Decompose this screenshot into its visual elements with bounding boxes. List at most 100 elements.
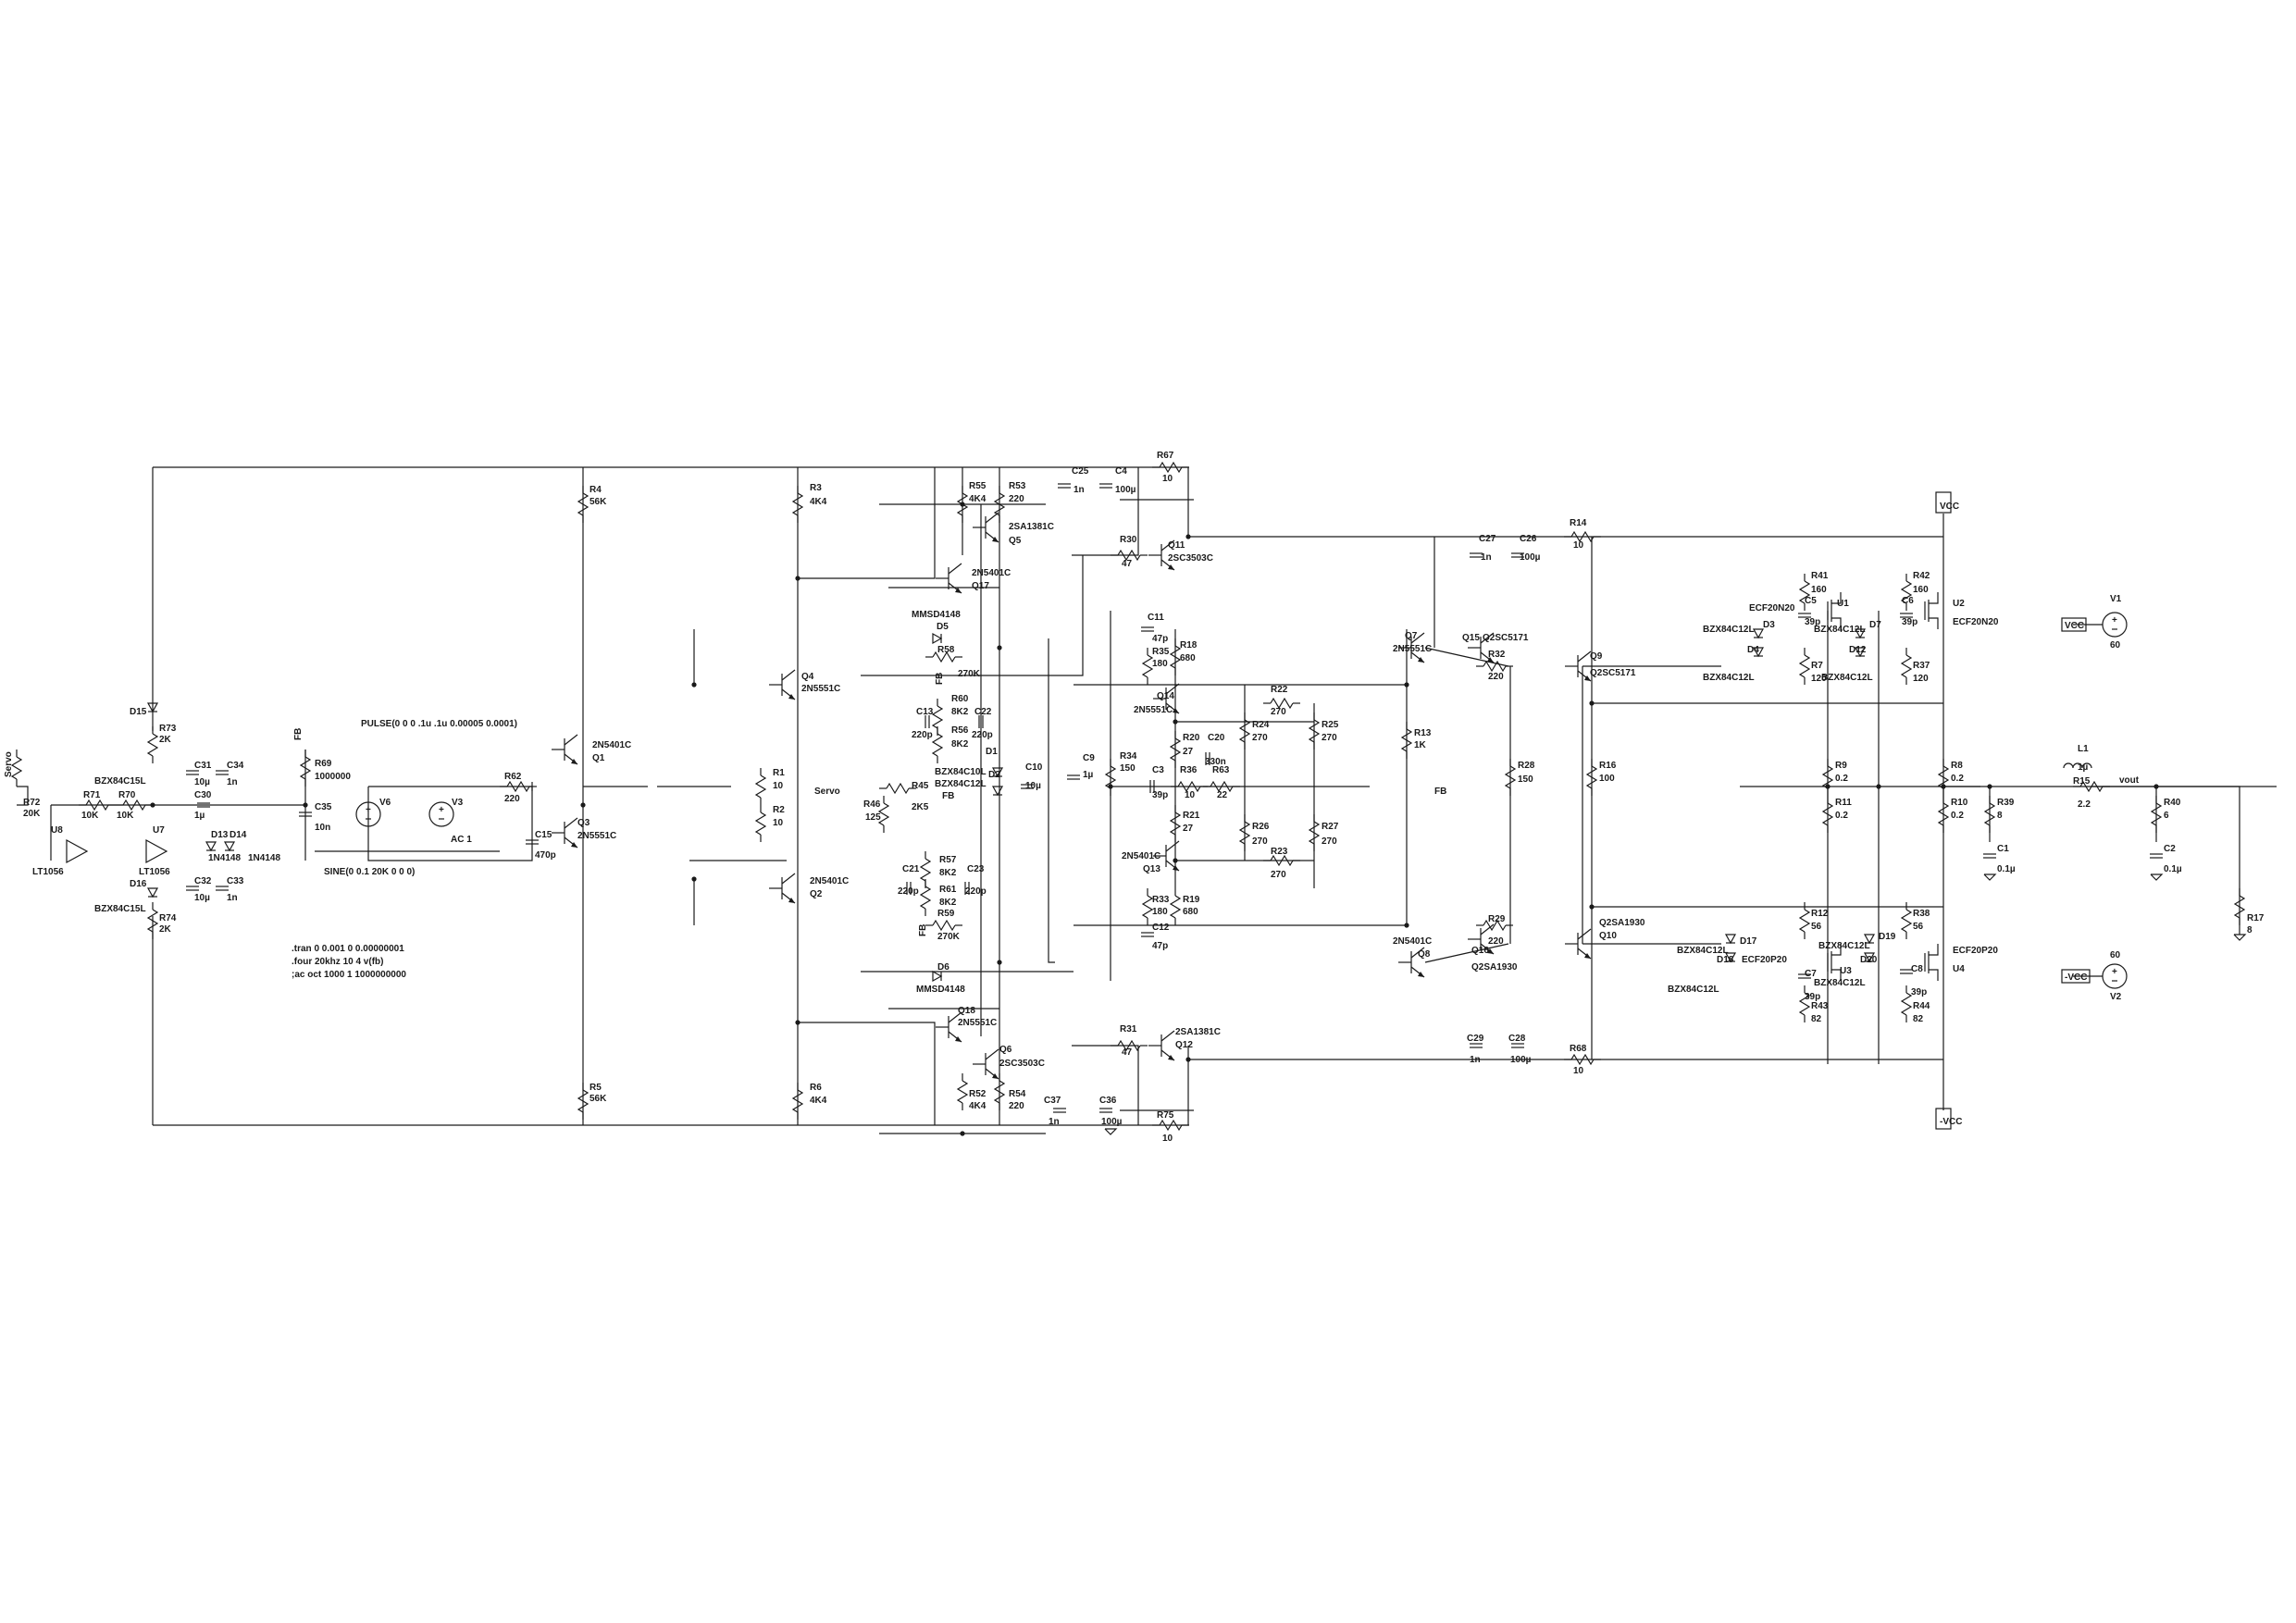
label-r38: R38 bbox=[1913, 909, 1930, 919]
label-d14: D14 bbox=[230, 830, 247, 840]
r39-resistor bbox=[1983, 802, 1996, 826]
d4-zener bbox=[1752, 647, 1765, 658]
r70-resistor bbox=[122, 799, 146, 812]
v1-vcc-flag bbox=[2061, 617, 2087, 632]
label-c23: C23 bbox=[967, 864, 985, 874]
label-c29: C29 bbox=[1467, 1034, 1484, 1044]
label-r1: R1 bbox=[773, 768, 785, 778]
label-u1-part: ECF20N20 bbox=[1749, 603, 1795, 613]
label-r69-val: 1000000 bbox=[315, 772, 351, 782]
label-r41: R41 bbox=[1811, 571, 1829, 581]
label-r4: R4 bbox=[590, 485, 602, 495]
label-c3: C3 bbox=[1152, 765, 1164, 775]
label-d17-part: BZX84C12L bbox=[1677, 946, 1729, 956]
r71-resistor bbox=[85, 799, 109, 812]
label-d6: D6 bbox=[937, 962, 949, 973]
label-pulse: PULSE(0 0 0 .1u .1u 0.00005 0.0001) bbox=[361, 719, 517, 729]
label-u4: U4 bbox=[1953, 964, 1965, 974]
label-r45: R45 bbox=[912, 781, 929, 791]
d5-diode bbox=[932, 632, 943, 645]
r16-resistor bbox=[1585, 765, 1598, 789]
label-c11-val: 47p bbox=[1152, 634, 1168, 644]
label-c28-val: 100µ bbox=[1510, 1055, 1532, 1065]
label-r20: R20 bbox=[1183, 733, 1200, 743]
d15-zener bbox=[146, 702, 159, 713]
label-fb2: FB bbox=[942, 791, 954, 801]
label-r52: R52 bbox=[969, 1089, 987, 1099]
label-c36: C36 bbox=[1099, 1096, 1117, 1106]
label-r42-val: 160 bbox=[1913, 585, 1929, 595]
label-r30: R30 bbox=[1120, 535, 1137, 545]
label-r29: R29 bbox=[1488, 914, 1506, 924]
label-q16: Q16 bbox=[1471, 946, 1489, 956]
label-l1: L1 bbox=[2078, 744, 2089, 754]
label-c30: C30 bbox=[194, 790, 212, 800]
label-q4: Q4 bbox=[801, 672, 814, 682]
label-r10-val: 0.2 bbox=[1951, 811, 1964, 821]
label-d7-part: BZX84C12L bbox=[1814, 625, 1866, 635]
label-r72-val: 20K bbox=[23, 809, 41, 819]
label-c34-val: 1n bbox=[227, 777, 238, 787]
label-d3: D3 bbox=[1763, 620, 1775, 630]
label-q5: Q5 bbox=[1009, 536, 1022, 546]
r55-resistor bbox=[956, 492, 969, 516]
label-r19: R19 bbox=[1183, 895, 1200, 905]
r26-resistor bbox=[1238, 821, 1251, 845]
label-c2-val: 0.1µ bbox=[2164, 864, 2182, 874]
label-r43: R43 bbox=[1811, 1001, 1829, 1011]
label-r69: R69 bbox=[315, 759, 332, 769]
r10-resistor bbox=[1937, 802, 1950, 826]
label-d2-part: BZX84C12L bbox=[935, 779, 987, 789]
label-r44-val: 82 bbox=[1913, 1014, 1924, 1024]
label-c35: C35 bbox=[315, 802, 332, 812]
label-r17: R17 bbox=[2247, 913, 2265, 923]
r4-resistor bbox=[577, 492, 590, 516]
r73-resistor bbox=[146, 733, 159, 757]
label-directive1: .tran 0 0.001 0 0.00000001 bbox=[292, 944, 404, 954]
label-r3-val: 4K4 bbox=[810, 497, 827, 507]
label-r67: R67 bbox=[1157, 451, 1174, 461]
label-r28-val: 150 bbox=[1518, 774, 1533, 785]
r75-resistor bbox=[1159, 1119, 1183, 1132]
label-vcc-top: VCC bbox=[1940, 502, 1959, 512]
label-r58: R58 bbox=[937, 645, 955, 655]
label-d18-part: BZX84C12L bbox=[1668, 985, 1719, 995]
label-r13: R13 bbox=[1414, 728, 1432, 738]
v3-source bbox=[428, 801, 454, 827]
label-c37-val: 1n bbox=[1049, 1117, 1060, 1127]
label-r56-val: 8K2 bbox=[951, 739, 969, 750]
label-r20-val: 27 bbox=[1183, 747, 1194, 757]
label-c25-val: 1n bbox=[1074, 485, 1085, 495]
label-directive2: .four 20khz 10 4 v(fb) bbox=[292, 957, 383, 967]
label-v1: V1 bbox=[2110, 594, 2122, 604]
label-c2: C2 bbox=[2164, 844, 2176, 854]
label-q2: Q2 bbox=[810, 889, 823, 899]
label-c37: C37 bbox=[1044, 1096, 1061, 1106]
label-r37-val: 120 bbox=[1913, 674, 1929, 684]
label-r39: R39 bbox=[1997, 798, 2015, 808]
label-c4-val: 100µ bbox=[1115, 485, 1136, 495]
label-l1-val: 1µ bbox=[2078, 762, 2089, 773]
d3-zener bbox=[1752, 628, 1765, 639]
label-c27: C27 bbox=[1479, 534, 1496, 544]
d13-diode bbox=[205, 841, 217, 852]
label-q7-part: 2N5551C bbox=[1393, 644, 1432, 654]
label-q13: Q13 bbox=[1143, 864, 1160, 874]
components: ++++ bbox=[10, 461, 2247, 1135]
label-r36-val: 10 bbox=[1185, 790, 1196, 800]
label-r5-val: 56K bbox=[590, 1094, 607, 1104]
r32-resistor bbox=[1483, 660, 1507, 673]
label-q1: Q1 bbox=[592, 753, 605, 763]
r14-resistor bbox=[1570, 530, 1595, 543]
label-u2: U2 bbox=[1953, 599, 1965, 609]
r1-resistor bbox=[754, 774, 767, 799]
label-d12: D12 bbox=[1849, 645, 1867, 655]
label-r22: R22 bbox=[1271, 685, 1288, 695]
label-r32-val: 220 bbox=[1488, 672, 1504, 682]
label-r58-val: 270K bbox=[958, 669, 981, 679]
r74-resistor bbox=[146, 909, 159, 933]
r67-resistor bbox=[1159, 461, 1183, 474]
label-sine: SINE(0 0.1 20K 0 0 0) bbox=[324, 867, 415, 877]
label-d2: D2 bbox=[988, 770, 1000, 780]
